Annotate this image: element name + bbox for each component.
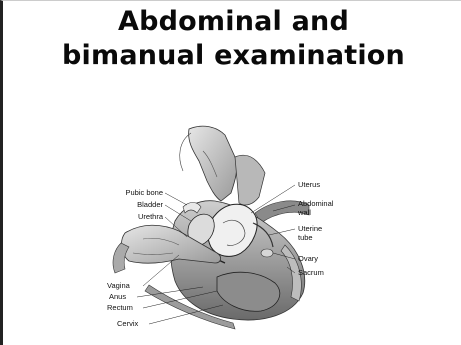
ovary (261, 249, 273, 257)
label-abdominal-wall-1: Abdominal (298, 199, 334, 208)
label-rectum: Rectum (107, 303, 133, 312)
label-uterine-tube-1: Uterine (298, 224, 322, 233)
label-pubic-bone: Pubic bone (125, 188, 163, 197)
anatomy-illustration: Pubic bone Bladder Urethra Vagina Anus R… (3, 1, 461, 345)
label-sacrum: Sacrum (298, 268, 324, 277)
label-abdominal-wall-2: wall (297, 208, 311, 217)
label-bladder: Bladder (137, 200, 163, 209)
label-uterus: Uterus (298, 180, 320, 189)
label-anus: Anus (109, 292, 126, 301)
abdominal-hand (180, 126, 265, 205)
label-ovary: Ovary (298, 254, 318, 263)
label-vagina: Vagina (107, 281, 131, 290)
label-urethra: Urethra (138, 212, 164, 221)
label-uterine-tube-2: tube (298, 233, 313, 242)
label-cervix: Cervix (117, 319, 139, 328)
